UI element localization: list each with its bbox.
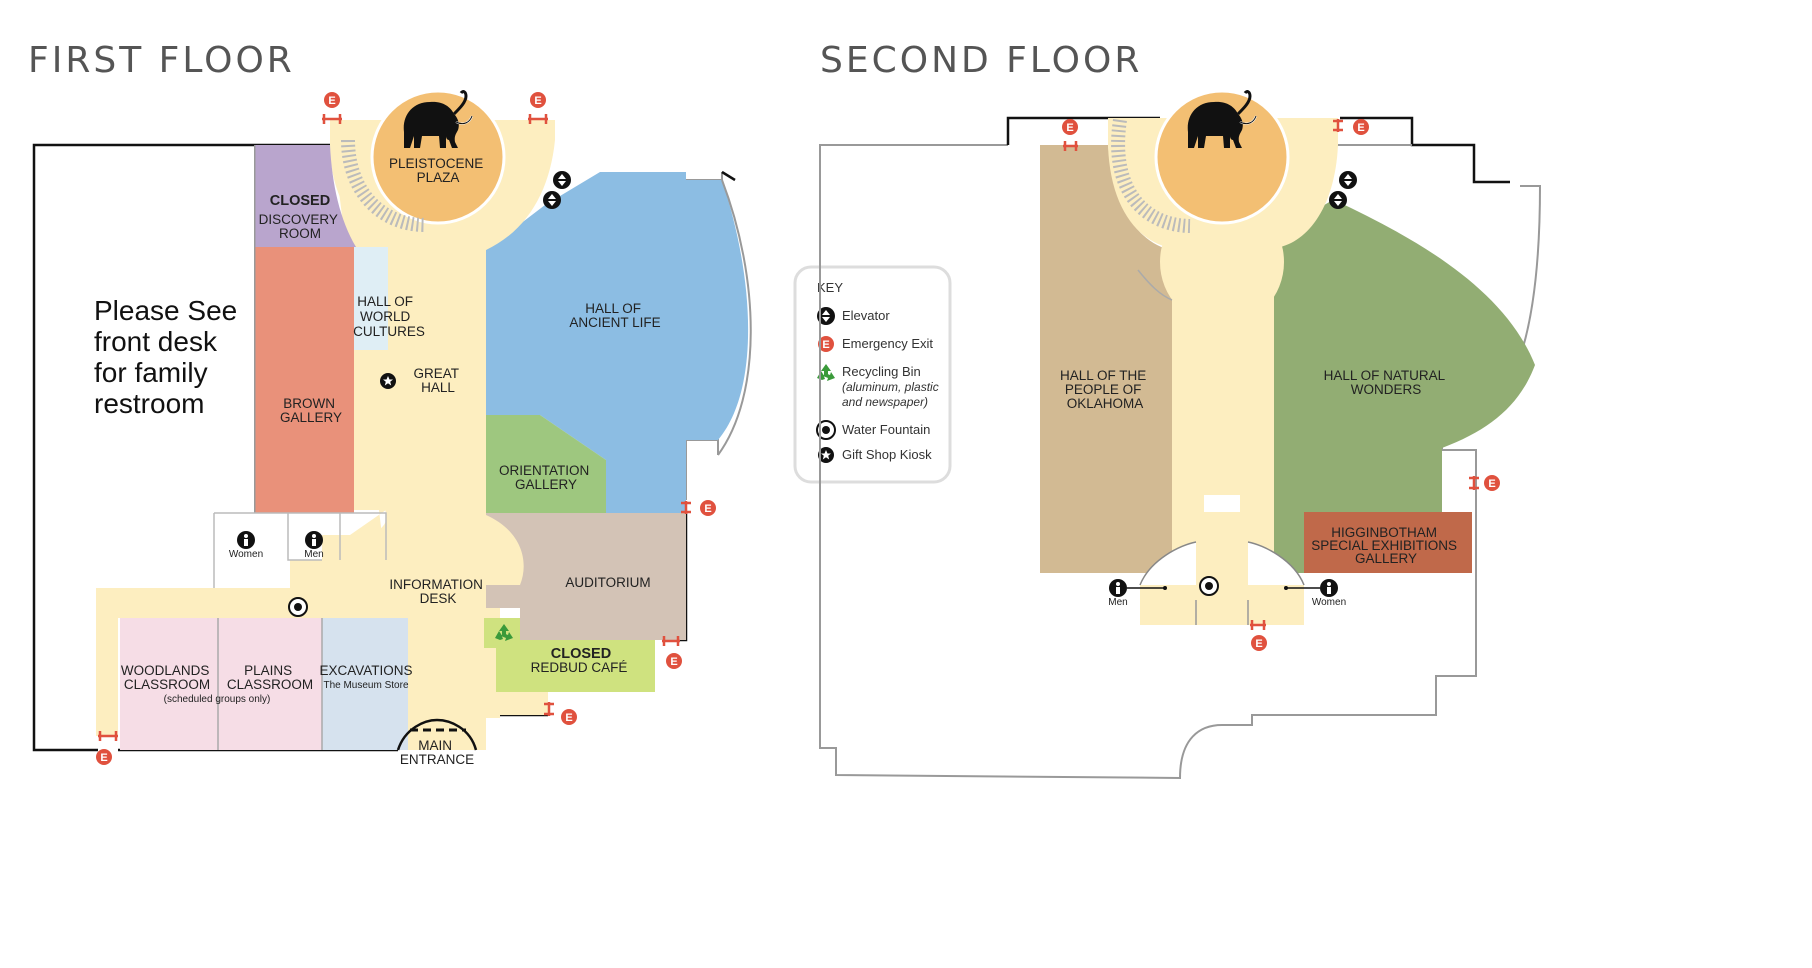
higginbotham-label: HIGGINBOTHAM SPECIAL EXHIBITIONS GALLERY [1311, 525, 1461, 566]
world-cultures-label: HALL OF WORLD CULTURES [353, 294, 425, 339]
key-emergency-exit: Emergency Exit [842, 336, 933, 351]
pleistocene-plaza-label: PLEISTOCENE PLAZA [389, 156, 487, 185]
redbud-cafe [484, 618, 655, 692]
auditorium-label: AUDITORIUM [565, 575, 650, 590]
scheduled-groups-label: (scheduled groups only) [164, 694, 271, 705]
family-restroom-note: Please See front desk for family restroo… [94, 295, 245, 419]
key-recycling-sub: (aluminum, plastic and newspaper) [842, 380, 942, 409]
main-entrance-label: MAIN ENTRANCE [400, 738, 474, 767]
hall-of-ancient-life [486, 172, 749, 513]
woodlands-classroom [120, 618, 218, 750]
plains-label: PLAINS CLASSROOM [227, 663, 313, 692]
orientation-gallery [486, 415, 606, 513]
ancient-life-label: HALL OF ANCIENT LIFE [569, 301, 660, 330]
auditorium [486, 513, 686, 640]
second-men-label: Men [1108, 597, 1127, 608]
museum-store-label: The Museum Store [323, 680, 408, 691]
excavations-store [322, 618, 408, 750]
hall-of-the-people-of-oklahoma [1040, 145, 1172, 573]
key-title: KEY [817, 280, 843, 295]
first-men-label: Men [304, 549, 323, 560]
redbud-closed-label: CLOSED [551, 646, 611, 662]
key-gift-shop: Gift Shop Kiosk [842, 447, 932, 462]
second-floor-title: SECOND FLOOR [820, 40, 1142, 81]
first-floor-entrance-wall [474, 713, 548, 750]
key-elevator: Elevator [842, 308, 890, 323]
excavations-label: EXCAVATIONS [319, 663, 412, 678]
hall-of-natural-wonders [1252, 200, 1535, 573]
natural-wonders-label: HALL OF NATURAL WONDERS [1324, 368, 1449, 397]
orientation-gallery-label: ORIENTATION GALLERY [499, 463, 593, 492]
first-floor-title: FIRST FLOOR [28, 40, 295, 81]
discovery-room [254, 145, 356, 247]
first-women-label: Women [229, 549, 263, 560]
key-water-fountain: Water Fountain [842, 422, 930, 437]
plains-classroom [218, 618, 322, 750]
second-women-label: Women [1312, 597, 1346, 608]
higginbotham-gallery [1304, 512, 1472, 573]
key-recycling: Recycling Bin [842, 364, 921, 379]
woodlands-label: WOODLANDS CLASSROOM [121, 663, 213, 692]
great-hall-label: GREAT HALL [413, 366, 462, 395]
hall-of-world-cultures [354, 247, 388, 350]
brown-gallery [254, 247, 354, 513]
brown-gallery-label: BROWN GALLERY [280, 396, 342, 425]
redbud-cafe-label: REDBUD CAFÉ [531, 660, 628, 675]
people-of-oklahoma-label: HALL OF THE PEOPLE OF OKLAHOMA [1060, 368, 1150, 411]
discovery-room-label: DISCOVERY ROOM [259, 212, 342, 241]
information-desk-label: INFORMATION DESK [389, 577, 486, 606]
discovery-closed-label: CLOSED [270, 193, 330, 209]
